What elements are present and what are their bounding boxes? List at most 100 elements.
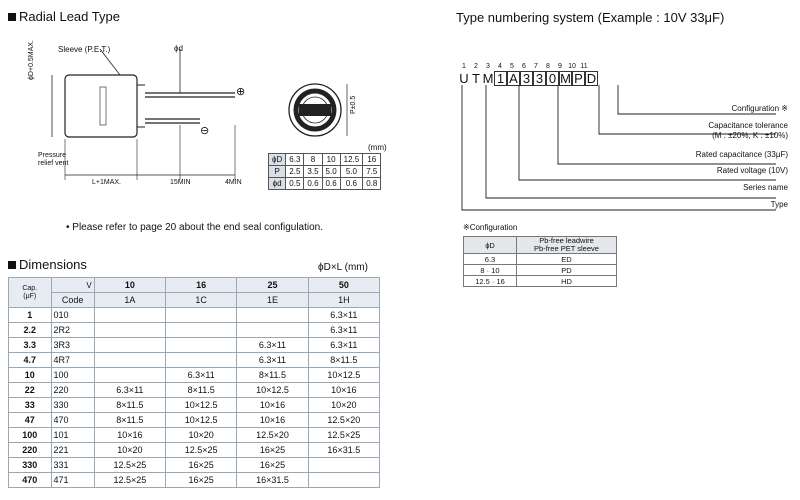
size-cell: 12.5×25 [307,427,381,443]
table-cell: 12.5 · 16 [463,275,517,287]
voltage-header: 16 [165,277,238,293]
code-cell: 471 [50,472,95,488]
size-cell [93,307,167,323]
size-cell: 10×20 [307,397,381,413]
header-desc-line: Pb-free leadwire [539,236,594,245]
end-seal-note: • Please refer to page 20 about the end … [66,222,324,233]
type-char-boxed: 0 [546,71,559,86]
sleeve-label: Sleeve (P.E.T.) [58,45,111,54]
type-char: T [472,71,480,86]
voltage-header: 50 [307,277,381,293]
size-cell [93,352,167,368]
size-cell: 6.3×11 [165,367,238,383]
cap-label: Cap. [22,284,38,292]
config-title: ※Configuration [463,223,518,232]
cap-cell: 330 [8,457,52,473]
uf-label: (μF) [23,292,37,300]
table-cell: 8 · 10 [463,264,517,276]
capacitor-body [64,74,138,138]
type-numbering-title: Type numbering system (Example : 10V 33μ… [456,10,725,25]
size-cell: 10×20 [165,427,238,443]
position-number: 1 [462,63,466,70]
voltage-code-header: 1A [93,292,167,308]
code-cell: 100 [50,367,95,383]
cap-cell: 2.2 [8,322,52,338]
radial-lead-heading: Radial Lead Type [8,9,120,24]
code-cell: 470 [50,412,95,428]
code-cell: 3R3 [50,337,95,353]
code-cell: 331 [50,457,95,473]
size-cell: 8×11.5 [93,412,167,428]
position-number: 2 [474,63,478,70]
size-cell: 8×11.5 [93,397,167,413]
size-cell: 8×11.5 [307,352,381,368]
size-cell: 6.3×11 [93,382,167,398]
voltage-code-header: 1E [236,292,309,308]
code-cell: 330 [50,397,95,413]
size-cell [165,307,238,323]
dimensions-unit: ϕD×L (mm) [318,262,368,273]
label-type: Type [770,200,788,209]
pressure-vent-label: Pressure relief vent [38,152,69,167]
size-cell: 12.5×25 [93,472,167,488]
code-cell: 220 [50,382,95,398]
voltage-code-header: 1C [165,292,238,308]
table-cell: ϕD [267,153,287,166]
size-cell [307,472,381,488]
lead-diameter-label: ϕd [174,44,183,53]
size-cell: 10×12.5 [165,397,238,413]
size-cell: 8×11.5 [236,367,309,383]
header-desc-line: Pb-free PET sleeve [534,244,599,253]
cap-cell: 4.7 [8,352,52,368]
label-configuration: Configuration ※ [731,104,788,113]
size-cell: 6.3×11 [236,337,309,353]
type-char-boxed: 3 [520,71,533,86]
table-cell: HD [516,275,617,287]
type-char-boxed: P [572,71,585,86]
lead-min-label: 15MIN [170,179,191,186]
label-rated-capacitance: Rated capacitance (33μF) [695,150,788,159]
square-bullet-icon [8,13,16,21]
end-view-drawing [288,83,348,137]
size-cell: 6.3×11 [236,352,309,368]
type-char-boxed: 3 [533,71,546,86]
voltage-header: 25 [236,277,309,293]
pitch-label: P±0.5 [350,95,357,114]
size-cell: 10×12.5 [307,367,381,383]
table-cell: 0.5 [285,177,305,190]
type-char: U [459,71,469,86]
code-cell: 010 [50,307,95,323]
table-cell: 6.3 [463,253,517,265]
table-cell: ϕd [267,177,287,190]
table-cell: ED [516,253,617,265]
size-cell: 16×25 [165,457,238,473]
type-char-boxed: D [585,71,598,86]
table-cell: 12.5 [339,153,364,166]
code-cell: 4R7 [50,352,95,368]
size-cell: 12.5×25 [165,442,238,458]
size-cell: 6.3×11 [307,322,381,338]
cap-cell: 47 [8,412,52,428]
type-char-boxed: A [507,71,520,86]
code-cell: 221 [50,442,95,458]
label-cap-tolerance: Capacitance tolerance [708,121,788,130]
table-cell: 16 [362,153,382,166]
type-char-boxed: 1 [494,71,507,86]
size-cell: 16×31.5 [236,472,309,488]
position-number: 4 [498,63,502,70]
